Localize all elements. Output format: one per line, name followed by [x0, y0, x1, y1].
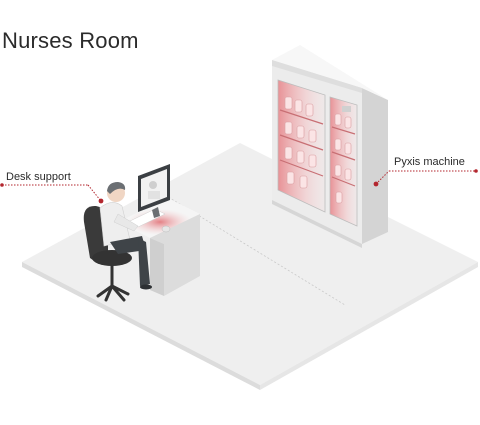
dot-icon	[373, 181, 379, 187]
pyxis-machine-callout	[373, 169, 478, 187]
pyxis-machine-label: Pyxis machine	[394, 156, 465, 168]
floor	[22, 143, 478, 390]
pyxis-machine	[272, 45, 388, 248]
desk	[118, 164, 200, 296]
dot-icon	[0, 183, 4, 187]
dot-icon	[474, 169, 478, 173]
desk-support-label: Desk support	[6, 171, 71, 183]
desk-support-callout	[0, 183, 104, 204]
page-title: Nurses Room	[2, 28, 139, 53]
dot-icon	[98, 198, 104, 204]
nurse-at-desk	[83, 182, 152, 302]
